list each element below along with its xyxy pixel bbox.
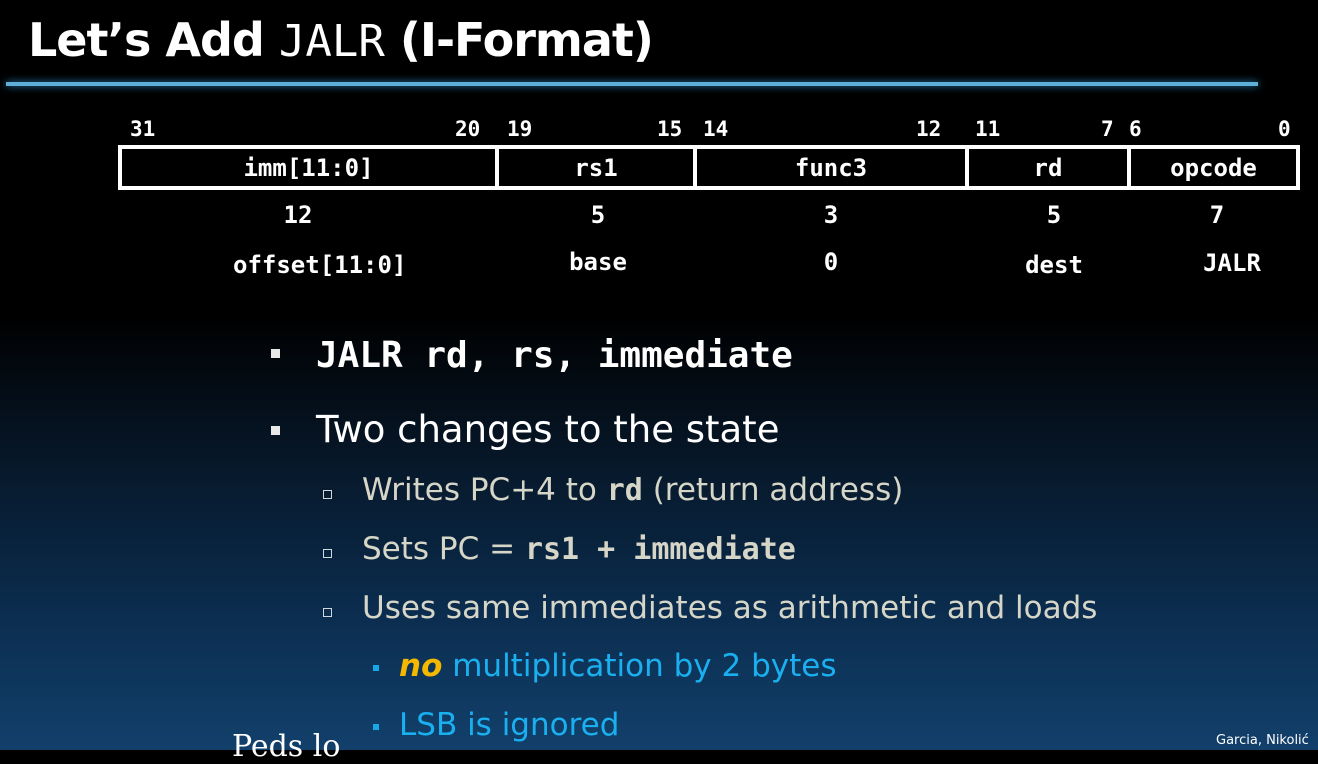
sub-sub-bullet-no-mult: no multiplication by 2 bytes [399, 648, 837, 684]
bit-7: 7 [1101, 117, 1114, 141]
width-rd: 5 [1046, 201, 1062, 229]
sub-sub-bullet-marker [373, 724, 379, 730]
bit-19: 19 [507, 117, 533, 141]
sub-bullet-writes-pre: Writes PC+4 to [362, 472, 607, 508]
bullet-marker [271, 426, 280, 435]
sub-sub-bullet-lsb: LSB is ignored [399, 707, 620, 743]
code-rs1-immediate: rs1 + immediate [524, 532, 796, 567]
value-jalr: JALR [1203, 249, 1261, 277]
sub-sub-bullet-marker [373, 665, 379, 671]
bullet-syntax: JALR rd, rs, immediate [316, 335, 793, 376]
title-mnemonic: JALR [278, 16, 385, 67]
footer-authors: Garcia, Nikolić [1216, 733, 1309, 748]
bit-6: 6 [1129, 117, 1142, 141]
stray-text: Peds lo [232, 729, 341, 764]
width-func3: 3 [823, 201, 839, 229]
sub-bullet-immediates: Uses same immediates as arithmetic and l… [362, 590, 1098, 626]
value-offset: offset[11:0] [233, 251, 407, 279]
emphasis-no: no [399, 648, 443, 684]
bullet-marker [271, 349, 280, 358]
title-underline [6, 82, 1258, 86]
bit-12: 12 [916, 117, 942, 141]
value-func3: 0 [823, 248, 839, 276]
instruction-format-table: imm[11:0] rs1 func3 rd opcode [118, 145, 1300, 190]
width-imm: 12 [283, 201, 313, 229]
title-suffix: (I-Format) [384, 13, 654, 67]
sub-bullet-sets-pc: Sets PC = rs1 + immediate [362, 531, 796, 567]
value-dest: dest [1025, 251, 1083, 279]
code-rd: rd [606, 473, 643, 508]
sub-bullet-writes-post: (return address) [642, 472, 904, 508]
field-rs1: rs1 [499, 149, 697, 186]
value-base: base [569, 248, 627, 276]
sub-bullet-sets-pre: Sets PC = [362, 531, 525, 567]
slide-title: Let’s Add JALR (I-Format) [28, 4, 654, 76]
sub-bullet-marker [323, 549, 332, 558]
field-imm: imm[11:0] [122, 149, 499, 186]
bit-14: 14 [703, 117, 729, 141]
sub-bullet-writes: Writes PC+4 to rd (return address) [362, 472, 903, 508]
no-mult-rest: multiplication by 2 bytes [442, 648, 837, 684]
bit-15: 15 [657, 117, 683, 141]
bullet-changes: Two changes to the state [316, 408, 780, 451]
title-prefix: Let’s Add [28, 13, 279, 67]
bit-20: 20 [455, 117, 481, 141]
sub-bullet-marker [323, 608, 332, 617]
field-opcode: opcode [1170, 153, 1257, 182]
width-opcode: 7 [1209, 201, 1225, 229]
field-func3: func3 [697, 149, 969, 186]
bit-31: 31 [130, 117, 156, 141]
bit-11: 11 [975, 117, 1001, 141]
field-rd: rd [969, 149, 1131, 186]
bit-0: 0 [1278, 117, 1291, 141]
sub-bullet-marker [323, 490, 332, 499]
width-rs1: 5 [590, 201, 606, 229]
